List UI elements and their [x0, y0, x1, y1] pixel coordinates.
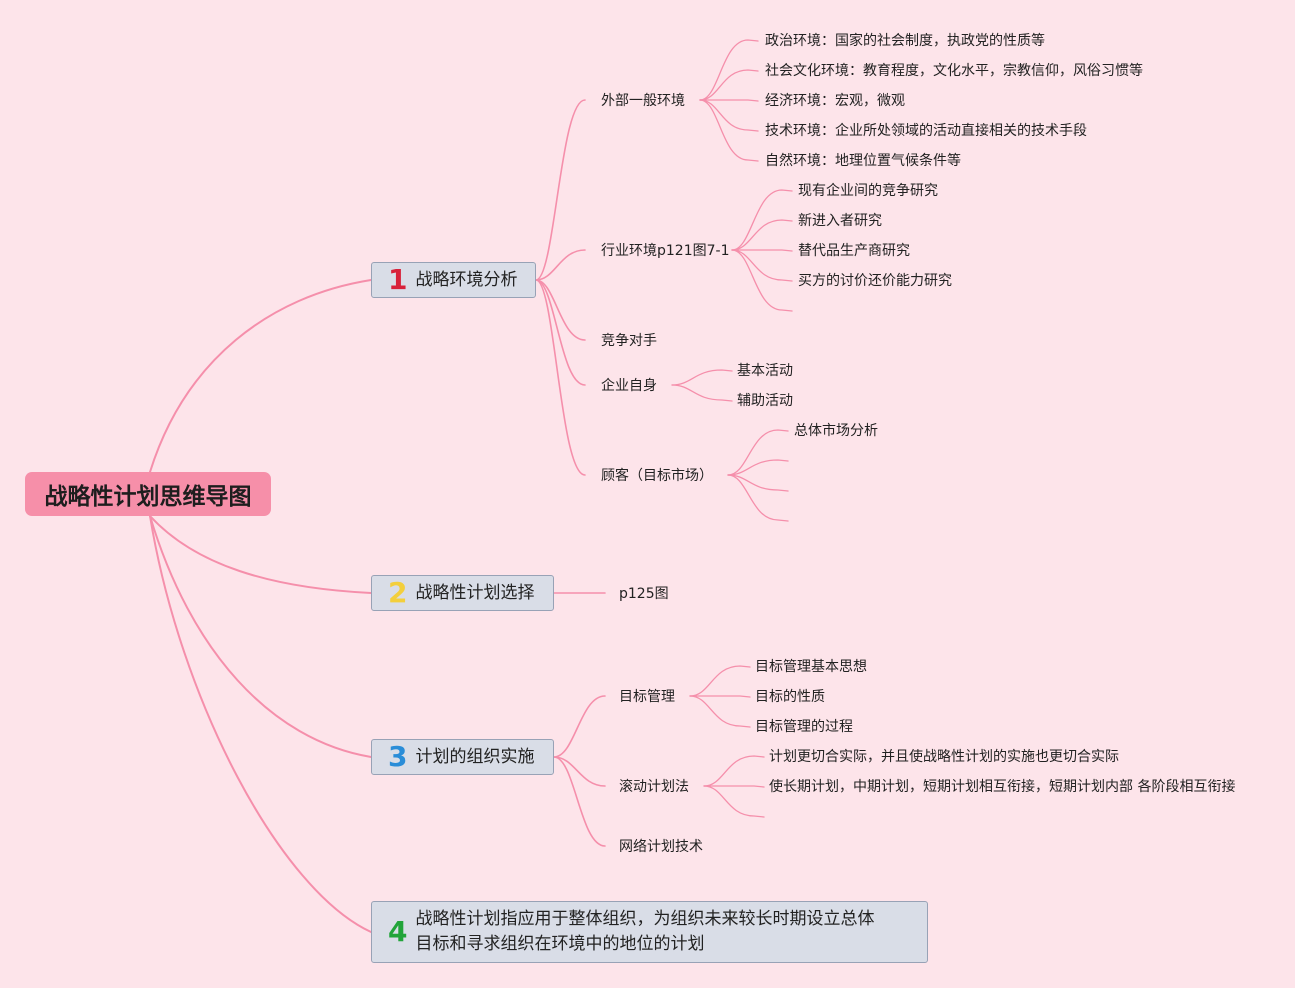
leaf-natural-environment[interactable]: 自然环境：地理位置气候条件等 [765, 153, 961, 169]
leaf-objective-nature[interactable]: 目标的性质 [755, 689, 825, 705]
link-industry [535, 249, 586, 281]
link-mbo-leaf-2 [689, 695, 751, 698]
topic-enterprise-itself[interactable]: 企业自身 [601, 378, 657, 394]
link-customers [535, 279, 586, 476]
leaf-rolling-realistic[interactable]: 计划更切合实际，并且使战略性计划的实施也更切合实际 [769, 749, 1119, 765]
link-industry-leaf-3 [731, 249, 793, 252]
leaf-support-activities[interactable]: 辅助活动 [737, 393, 793, 409]
topic-rolling-plan[interactable]: 滚动计划法 [619, 779, 689, 795]
link-external [535, 99, 586, 281]
link-root-branch-4 [149, 515, 372, 933]
link-external-leaf-3 [699, 99, 759, 102]
topic-customers[interactable]: 顾客（目标市场） [601, 468, 713, 484]
leaf-political-environment[interactable]: 政治环境：国家的社会制度，执政党的性质等 [765, 33, 1045, 49]
link-mbo [553, 695, 606, 758]
branch-label: 计划的组织实施 [415, 746, 535, 767]
link-root-branch-2 [149, 515, 372, 594]
link-external-leaf-2 [699, 69, 759, 101]
topic-external-general-environment[interactable]: 外部一般环境 [601, 93, 685, 109]
branch-number-4: 4 [388, 915, 408, 948]
link-rolling [553, 756, 606, 787]
topic-network-planning[interactable]: 网络计划技术 [619, 839, 703, 855]
leaf-social-culture-environment[interactable]: 社会文化环境：教育程度，文化水平，宗教信仰，风俗习惯等 [765, 63, 1143, 79]
leaf-basic-activities[interactable]: 基本活动 [737, 363, 793, 379]
leaf-overall-market-analysis[interactable]: 总体市场分析 [794, 423, 878, 439]
link-rolling-leaf-2 [703, 785, 765, 788]
definition-line-2: 目标和寻求组织在环境中的地位的计划 [415, 934, 705, 954]
link-competitors [535, 279, 586, 341]
link-industry-leaf-2 [731, 219, 793, 251]
branch-plan-implementation[interactable]: 3 计划的组织实施 [371, 739, 554, 775]
branch-number-3: 3 [388, 740, 408, 773]
topic-management-by-objectives[interactable]: 目标管理 [619, 689, 675, 705]
branch-strategic-plan-selection[interactable]: 2 战略性计划选择 [371, 575, 554, 611]
link-customers-leaf-2 [727, 459, 789, 476]
definition-line-1: 战略性计划指应用于整体组织，为组织未来较长时期设立总体 [415, 909, 875, 929]
branch-label: 战略性计划指应用于整体组织，为组织未来较长时期设立总体 目标和寻求组织在环境中的… [415, 907, 874, 957]
branch-label: 战略环境分析 [415, 269, 518, 290]
leaf-economic-environment[interactable]: 经济环境：宏观，微观 [765, 93, 905, 109]
link-network [553, 756, 606, 847]
link-rolling-leaf-3 [703, 785, 765, 818]
leaf-rolling-linking[interactable]: 使长期计划，中期计划，短期计划相互衔接，短期计划内部 各阶段相互衔接 [769, 779, 1236, 795]
leaf-existing-competition[interactable]: 现有企业间的竞争研究 [798, 183, 938, 199]
leaf-technical-environment[interactable]: 技术环境：企业所处领域的活动直接相关的技术手段 [765, 123, 1087, 139]
root-title: 战略性计划思维导图 [44, 484, 252, 510]
link-enterprise-leaf-2 [671, 384, 733, 402]
link-mbo-leaf-1 [689, 665, 751, 697]
link-root-branch-3 [149, 515, 372, 758]
link-rolling-leaf-1 [703, 755, 765, 787]
link-external-leaf-4 [699, 99, 759, 132]
link-customers-leaf-4 [727, 474, 789, 522]
link-industry-leaf-1 [731, 189, 793, 251]
topic-competitors[interactable]: 竞争对手 [601, 333, 657, 349]
link-mbo-leaf-3 [689, 695, 751, 728]
root-node[interactable]: 战略性计划思维导图 [25, 472, 271, 516]
link-customers-leaf-1 [727, 429, 789, 476]
link-enterprise-leaf-1 [671, 369, 733, 386]
leaf-buyer-bargaining[interactable]: 买方的讨价还价能力研究 [798, 273, 952, 289]
branch-label: 战略性计划选择 [415, 582, 535, 603]
leaf-new-entrants[interactable]: 新进入者研究 [798, 213, 882, 229]
branch-definition[interactable]: 4 战略性计划指应用于整体组织，为组织未来较长时期设立总体 目标和寻求组织在环境… [371, 901, 928, 963]
leaf-mbo-process[interactable]: 目标管理的过程 [755, 719, 853, 735]
branch-strategic-environment-analysis[interactable]: 1 战略环境分析 [371, 262, 536, 298]
link-enterprise [535, 279, 586, 386]
branch-number-2: 2 [388, 576, 408, 609]
link-external-leaf-5 [699, 99, 759, 162]
topic-industry-environment[interactable]: 行业环境p121图7-1 [601, 243, 730, 259]
link-industry-leaf-4 [731, 249, 793, 282]
branch-number-1: 1 [388, 263, 408, 296]
link-industry-leaf-5 [731, 249, 793, 312]
topic-p125-figure[interactable]: p125图 [619, 586, 669, 602]
link-external-leaf-1 [699, 39, 759, 101]
leaf-mbo-basic-idea[interactable]: 目标管理基本思想 [755, 659, 867, 675]
leaf-substitutes[interactable]: 替代品生产商研究 [798, 243, 910, 259]
link-customers-leaf-3 [727, 474, 789, 492]
link-root-branch-1 [149, 279, 372, 473]
